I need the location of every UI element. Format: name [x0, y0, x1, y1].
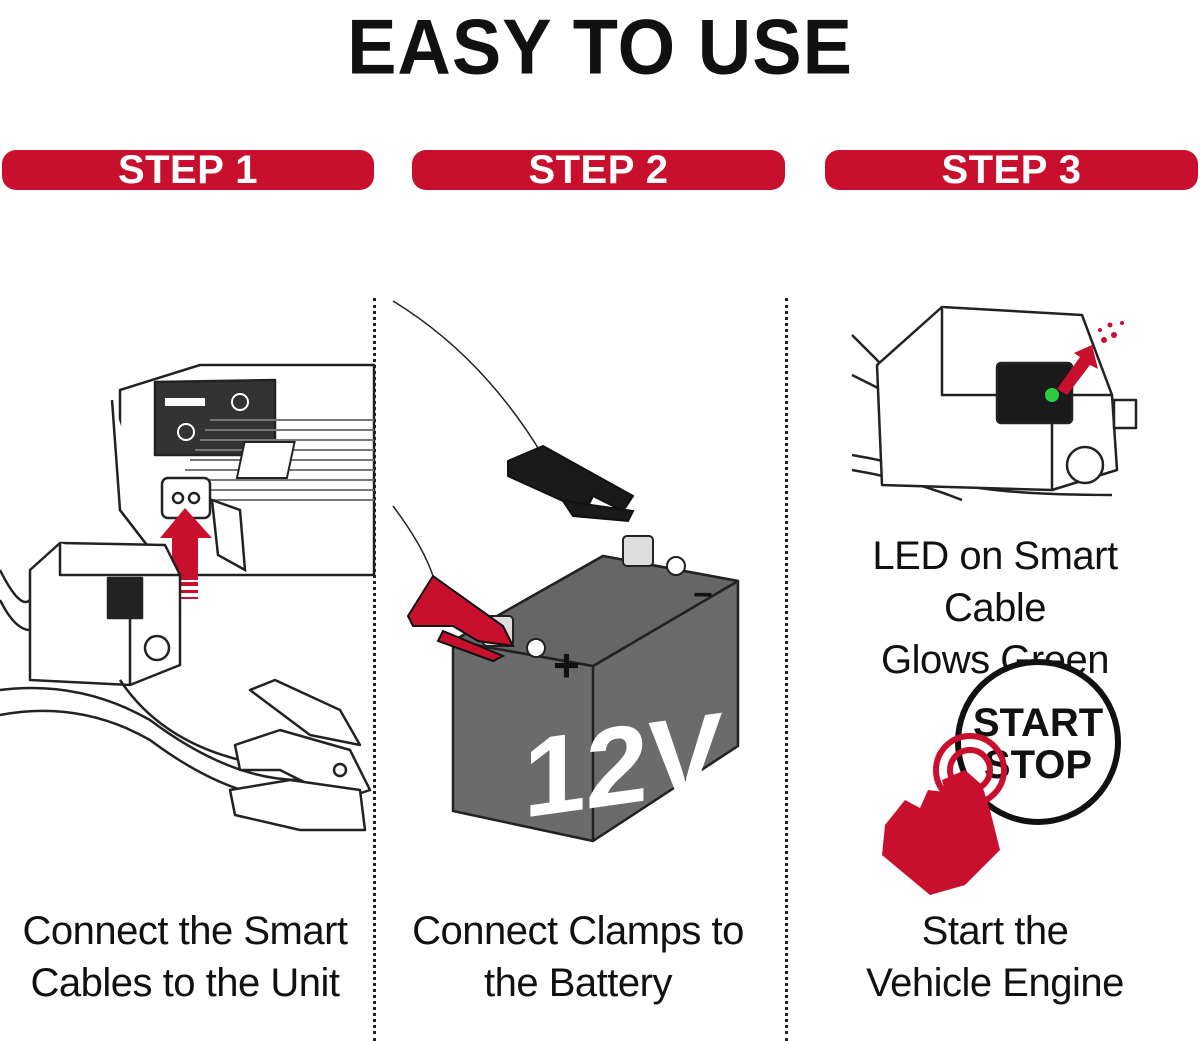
battery-illustration: + − 12V — [392, 300, 740, 843]
led-caption: LED on Smart Cable Glows Green — [825, 530, 1165, 686]
step-3-badge: STEP 3 — [825, 147, 1198, 192]
step-3-caption-line2: Vehicle Engine — [866, 961, 1124, 1005]
divider-right — [785, 298, 788, 1041]
smart-cable-box — [875, 305, 1138, 492]
step-1-badge: STEP 1 — [2, 147, 374, 192]
step-2-caption: Connect Clamps to the Battery — [393, 905, 763, 1009]
step-1-label: STEP 1 — [117, 147, 259, 192]
step-1-caption: Connect the Smart Cables to the Unit — [0, 905, 370, 1009]
pointer-arrow-icon — [1057, 321, 1124, 395]
battery-body — [451, 554, 740, 843]
step-2-badge: STEP 2 — [412, 147, 785, 192]
start-label: START — [973, 701, 1103, 745]
step-2-caption-line1: Connect Clamps to — [412, 909, 744, 953]
battery-clamps — [228, 678, 372, 832]
start-stop-button-illustration: START STOP — [882, 659, 1121, 895]
red-clamp-icon — [406, 574, 515, 663]
step-2-label: STEP 2 — [528, 147, 669, 192]
unit-control-panel — [165, 393, 249, 441]
step-1-caption-line2: Cables to the Unit — [30, 961, 340, 1005]
divider-left — [373, 298, 376, 1041]
black-clamp-icon — [507, 444, 635, 523]
step-2-caption-line2: the Battery — [484, 961, 672, 1005]
step-1-caption-line1: Connect the Smart — [22, 909, 349, 953]
step-3-caption: Start the Vehicle Engine — [810, 905, 1180, 1009]
led-indicator-green — [1045, 388, 1059, 402]
step-3-caption-line1: Start the — [921, 909, 1069, 953]
positive-symbol: + — [553, 639, 580, 691]
brand-logo — [235, 441, 296, 479]
page-title: EASY TO USE — [347, 2, 853, 91]
led-caption-line1: LED on Smart Cable — [872, 534, 1118, 630]
clamp-wires — [392, 300, 544, 577]
smart-cable-led-illustration — [851, 305, 1138, 502]
negative-symbol: − — [693, 576, 713, 614]
smart-cable-box — [28, 541, 182, 687]
step-3-label: STEP 3 — [941, 147, 1082, 192]
hand-pointer-icon — [882, 770, 1000, 895]
jump-starter-unit-illustration — [0, 363, 376, 832]
start-stop-button — [955, 659, 1121, 825]
negative-terminal — [622, 535, 686, 576]
battery-voltage-label: 12V — [523, 688, 722, 841]
unit-cable-port — [160, 476, 247, 573]
